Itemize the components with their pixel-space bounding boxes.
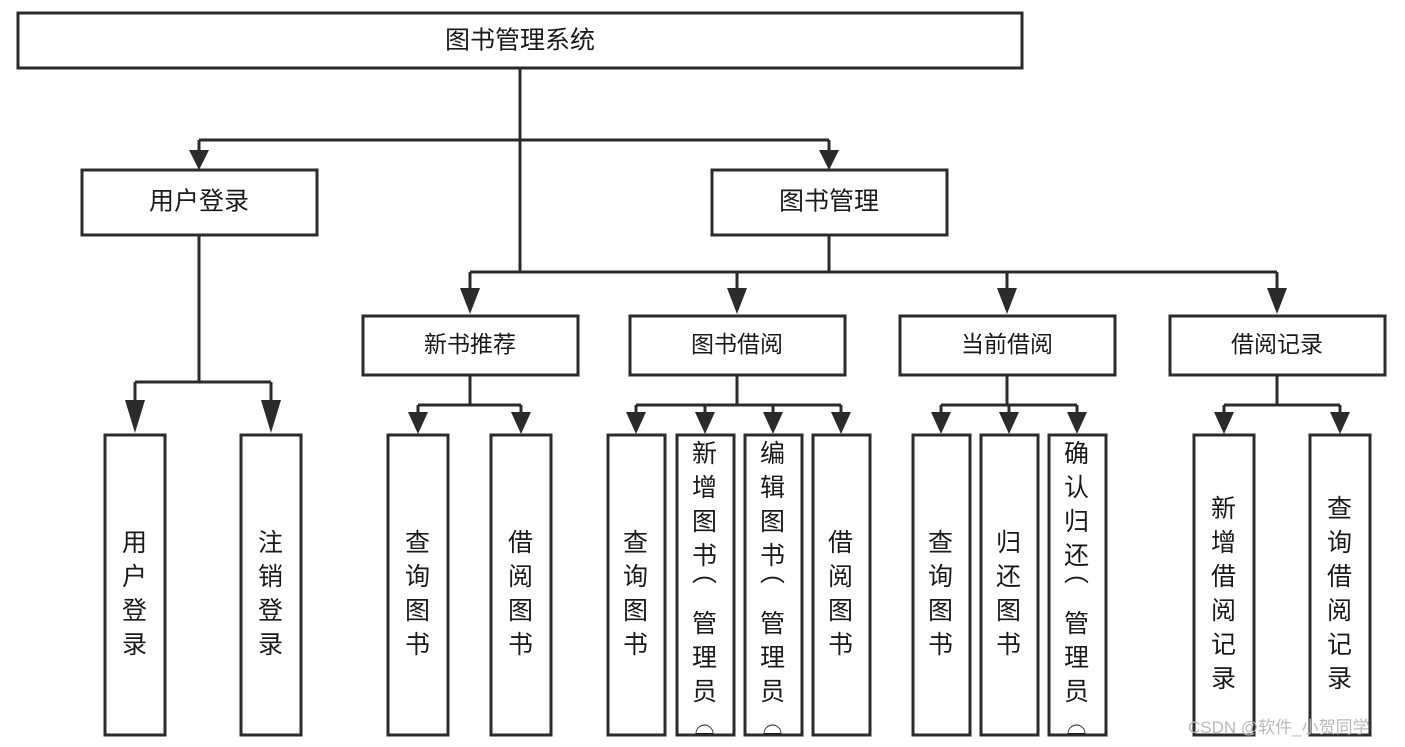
node-leaf-confirm-return[interactable] [1047,433,1108,737]
node-book-borrow-label: 图书借阅 [691,331,783,357]
node-current-borrow-label: 当前借阅 [961,331,1053,357]
node-leaf-query-book-2-label: 查询图书 [623,529,649,659]
arrow-head-leaf-borrow-book-2 [831,412,851,434]
node-user-login-box[interactable] [80,168,319,237]
arrow-head-leaf-return-book [999,412,1019,434]
node-user-login[interactable]: 用户登录 [80,168,319,237]
node-leaf-query-book-2-box[interactable] [606,433,667,737]
node-leaf-add-book[interactable] [675,433,736,737]
node-leaf-query-record-box[interactable] [1308,433,1372,737]
node-leaf-borrow-book-1-box[interactable] [489,433,553,737]
node-leaf-query-book-2[interactable] [606,433,667,737]
node-borrow-record-box[interactable] [1168,314,1387,377]
arrow-head-borrow-record [1267,288,1287,314]
node-book-management[interactable]: 图书管理 [710,168,949,237]
arrow-head-new-book-recommend [460,288,480,314]
node-new-book-recommend-box[interactable] [361,314,580,377]
node-leaf-query-book-3-label: 查询图书 [928,529,954,659]
node-leaf-add-book-label: 新增图书⌒管理员⌓ [692,440,718,740]
arrow-head-leaf-query-book-3 [931,412,951,434]
arrow-head-leaf-user-logout [261,400,281,433]
node-leaf-user-login[interactable] [103,433,167,737]
node-leaf-query-book-3-box[interactable] [911,433,972,737]
node-leaf-confirm-return-label: 确认归还⌒管理员⌓ [1064,440,1090,740]
node-borrow-record[interactable]: 借阅记录 [1168,314,1387,377]
node-leaf-return-book[interactable] [979,433,1040,737]
node-new-book-recommend[interactable]: 新书推荐 [361,314,580,377]
node-leaf-user-logout-label: 注销登录 [258,529,284,659]
node-leaf-borrow-book-2-box[interactable] [811,433,872,737]
node-leaf-borrow-book-1-label: 借阅图书 [508,529,534,659]
node-leaf-user-login-label: 用户登录 [122,529,148,659]
node-leaf-query-record-label: 查询借阅记录 [1327,495,1353,693]
node-book-borrow-box[interactable] [628,314,847,377]
arrow-head-current-borrow [997,288,1017,314]
arrow-head-user-login [189,150,209,170]
node-leaf-add-record-label: 新增借阅记录 [1211,495,1237,693]
node-leaf-add-book-box[interactable] [675,433,736,737]
node-current-borrow-box[interactable] [898,314,1117,377]
arrow-head-leaf-edit-book [763,412,783,434]
node-root[interactable]: 图书管理系统 [16,11,1024,70]
node-leaf-borrow-book-2[interactable] [811,433,872,737]
node-root-box[interactable] [16,11,1024,70]
arrow-head-leaf-query-record [1330,412,1350,434]
node-leaf-user-logout[interactable] [239,433,303,737]
node-root-label: 图书管理系统 [445,27,595,55]
node-leaf-edit-book-label: 编辑图书⌒管理员⌓ [760,440,786,740]
node-leaf-user-logout-box[interactable] [239,433,303,737]
node-leaf-edit-book[interactable] [743,433,804,737]
node-leaf-query-book-1-box[interactable] [386,433,450,737]
arrow-head-leaf-query-book-2 [626,412,646,434]
node-borrow-record-label: 借阅记录 [1231,331,1323,357]
arrow-head-leaf-user-login [125,400,145,433]
arrow-head-book-management [819,150,839,170]
node-leaf-query-book-1[interactable] [386,433,450,737]
node-leaf-add-record-box[interactable] [1192,433,1256,737]
node-leaf-borrow-book-1[interactable] [489,433,553,737]
node-book-management-box[interactable] [710,168,949,237]
node-book-borrow[interactable]: 图书借阅 [628,314,847,377]
arrow-head-leaf-add-record [1214,412,1234,434]
node-leaf-borrow-book-2-label: 借阅图书 [828,529,854,659]
node-leaf-query-record[interactable] [1308,433,1372,737]
connector-layer [125,68,1350,434]
leaf-label-layer: 用户登录 注销登录 查询图书 借阅图书 查询图书 新增图书⌒管理员⌓ 编辑图书⌒管理员⌓ 借阅… [122,440,1353,740]
arrow-head-leaf-add-book [695,412,715,434]
arrow-head-leaf-query-book-1 [408,412,428,434]
arrow-head-leaf-confirm-return [1067,412,1087,434]
node-current-borrow[interactable]: 当前借阅 [898,314,1117,377]
node-user-login-label: 用户登录 [149,188,249,216]
node-book-management-label: 图书管理 [779,188,879,216]
arrow-head-leaf-borrow-book-1 [511,412,531,434]
node-leaf-query-book-1-label: 查询图书 [405,529,431,659]
node-leaf-confirm-return-box[interactable] [1047,433,1108,737]
node-new-book-recommend-label: 新书推荐 [424,331,516,357]
arrow-head-book-borrow [727,288,747,314]
node-leaf-return-book-label: 归还图书 [996,529,1022,659]
node-leaf-return-book-box[interactable] [979,433,1040,737]
node-leaf-user-login-box[interactable] [103,433,167,737]
node-leaf-query-book-3[interactable] [911,433,972,737]
node-leaf-edit-book-box[interactable] [743,433,804,737]
node-leaf-add-record[interactable] [1192,433,1256,737]
